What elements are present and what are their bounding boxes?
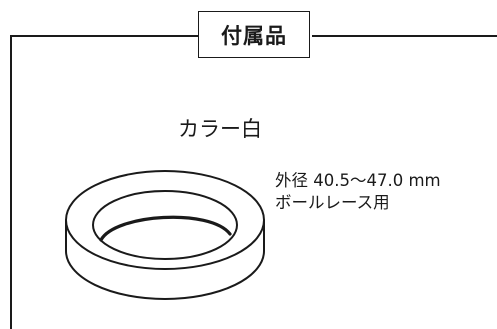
frame-left-line xyxy=(10,35,12,329)
color-label: カラー白 xyxy=(178,117,262,141)
title-box: 付属品 xyxy=(198,11,310,58)
ring-inner-wall-edge xyxy=(99,215,232,242)
section-title: 付属品 xyxy=(221,23,287,48)
frame-top-left-line xyxy=(10,35,198,37)
spec-block: 外径 40.5～47.0 mm ボールレース用 xyxy=(275,170,441,214)
frame-top-right-line xyxy=(312,35,497,37)
ring-illustration xyxy=(65,170,265,300)
ring-inner-top-edge xyxy=(92,190,238,260)
outer-diameter-text: 外径 40.5～47.0 mm xyxy=(275,171,441,190)
ring-outer-bottom-edge xyxy=(65,219,265,300)
ring-outer-top-edge xyxy=(65,170,265,270)
usage-text: ボールレース用 xyxy=(275,193,390,212)
